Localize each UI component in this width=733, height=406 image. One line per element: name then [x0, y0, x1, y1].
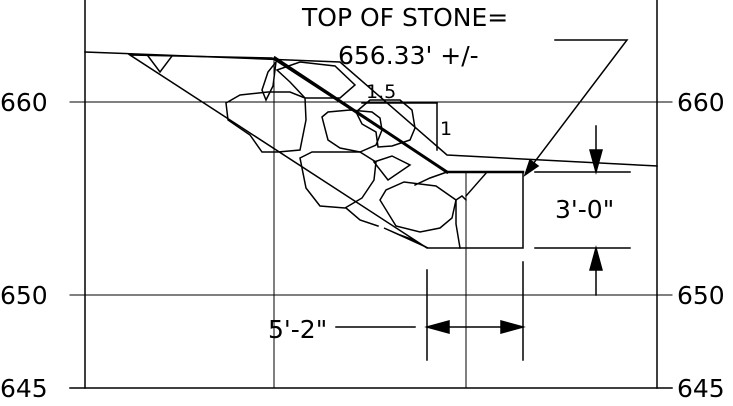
callout-leader: [525, 39, 629, 174]
thickness-arrow-bottom: [589, 245, 603, 271]
width-arrow-left: [424, 320, 450, 334]
elevation-label-660-left: 660: [0, 88, 48, 117]
stone: [344, 206, 379, 227]
stone: [454, 195, 468, 202]
elevation-label-645-left: 645: [0, 374, 48, 403]
top-of-stone-label: TOP OF STONE=: [301, 3, 508, 32]
elevation-labels-left: 660 650 645: [0, 88, 48, 403]
thickness-arrow-top: [589, 149, 603, 175]
slope-vertical-label: 1: [440, 118, 452, 140]
stone: [321, 109, 383, 153]
riprap-top-slope-heavy: [272, 55, 450, 175]
width-arrow-right: [500, 320, 526, 334]
top-of-stone-callout: TOP OF STONE= 656.33' +/-: [301, 3, 629, 177]
stone: [355, 99, 416, 148]
riprap-stones: [146, 54, 468, 249]
stone: [275, 61, 357, 99]
elevation-label-660-right: 660: [677, 88, 725, 117]
elevation-labels-right: 660 650 645: [677, 88, 725, 403]
thickness-dimension-label: 3'-0": [555, 195, 614, 224]
stone: [146, 54, 174, 74]
slope-indicator: 1.5 1: [361, 81, 452, 151]
width-dimension: 5'-2": [268, 261, 526, 361]
callout-arrowhead: [523, 158, 540, 177]
stone: [383, 227, 429, 249]
stone: [414, 171, 448, 186]
top-of-stone-elevation: 656.33' +/-: [338, 41, 479, 70]
width-dimension-label: 5'-2": [268, 315, 327, 344]
slope-horizontal-label: 1.5: [366, 81, 396, 103]
stone: [455, 199, 461, 249]
elevation-label-645-right: 645: [677, 374, 725, 403]
stone: [379, 181, 457, 233]
thickness-dimension: 3'-0": [534, 125, 631, 296]
stone: [372, 155, 412, 182]
stone: [299, 151, 377, 209]
grid-frame: [69, 0, 673, 389]
toe-key-inner-line: [464, 170, 489, 198]
elevation-label-650-right: 650: [677, 281, 725, 310]
stone: [261, 59, 278, 102]
elevation-label-650-left: 650: [0, 281, 48, 310]
